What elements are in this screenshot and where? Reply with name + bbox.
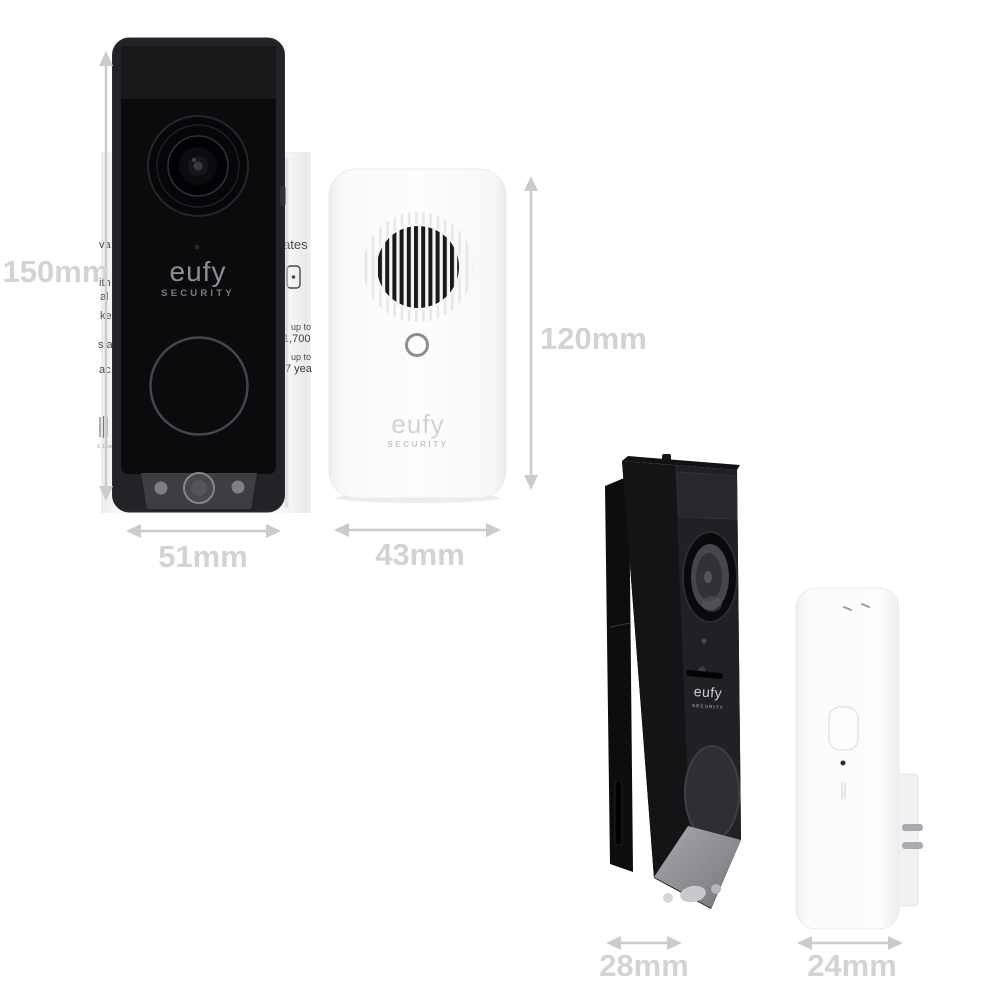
doorbell-side-view: eufy SECURITY bbox=[605, 454, 741, 909]
mount-plate-slot bbox=[614, 780, 623, 846]
doorbell-side-camera bbox=[682, 531, 738, 623]
chime-top-slot bbox=[861, 603, 870, 608]
bottom-face-button bbox=[680, 885, 706, 903]
chime-width-label: 43mm bbox=[375, 537, 465, 572]
doorbell-height-arrow bbox=[99, 51, 113, 501]
chime-speaker-grille bbox=[363, 212, 473, 322]
doorbell-mount-plate bbox=[605, 476, 633, 872]
camera-lens bbox=[704, 571, 712, 583]
plug-prong bbox=[902, 824, 923, 831]
chin-dot-left bbox=[154, 481, 168, 495]
chime-side-button bbox=[828, 706, 859, 751]
side-button-oval bbox=[684, 745, 740, 841]
side-slot bbox=[686, 670, 723, 679]
doorbell-top-panel bbox=[121, 46, 276, 99]
doorbell-side-top-face bbox=[622, 456, 740, 470]
doorbell-button-ring bbox=[149, 336, 249, 436]
doorbell-front-view: eufy SECURITY bbox=[112, 37, 289, 513]
chime-button bbox=[405, 333, 429, 357]
chin-dot-right bbox=[231, 480, 245, 494]
chime-height-label: 120mm bbox=[540, 321, 647, 356]
dimension-arrows bbox=[99, 51, 903, 950]
doorbell-side-button bbox=[280, 186, 286, 206]
packaging-text-fragment: up to bbox=[291, 322, 312, 332]
doorbell-height-label: 150mm bbox=[2, 254, 110, 289]
doorbell-front-logo: eufy bbox=[170, 256, 227, 287]
packaging-text-fragment: ates bbox=[283, 237, 308, 252]
doorbell-front-logo-sub: SECURITY bbox=[161, 288, 235, 299]
chime-height-arrow bbox=[524, 176, 538, 490]
doorbell-depth-arrow bbox=[606, 936, 682, 950]
doorbell-depth-label: 28mm bbox=[599, 948, 689, 983]
packaging-doorbell-icon bbox=[286, 265, 301, 289]
chime-depth-arrow bbox=[797, 936, 903, 950]
packaging-text-fragment: s a bbox=[98, 339, 113, 351]
chime-side-fine-print bbox=[841, 782, 846, 800]
packaging-text-fragment: 1,700 bbox=[283, 333, 311, 345]
packaging-text-fragment: al bbox=[100, 291, 109, 303]
chime-side-body bbox=[795, 587, 900, 930]
doorbell-width-arrow bbox=[126, 524, 281, 538]
chime-depth-label: 24mm bbox=[807, 948, 897, 983]
doorbell-side-logo: eufy bbox=[693, 683, 723, 701]
side-top-panel bbox=[676, 471, 738, 520]
doorbell-side-left-face bbox=[622, 461, 690, 878]
camera-lens bbox=[193, 161, 203, 171]
chime-top-slot bbox=[843, 606, 852, 611]
doorbell-edge-shadow bbox=[284, 158, 289, 508]
chime-width-arrow bbox=[334, 523, 501, 537]
doorbell-led bbox=[194, 244, 200, 250]
doorbell-camera bbox=[147, 115, 249, 217]
doorbell-width-label: 51mm bbox=[158, 539, 248, 574]
chime-side-view bbox=[795, 587, 923, 930]
chime-front-logo-sub: SECURITY bbox=[387, 440, 448, 449]
chime-front-logo: eufy bbox=[391, 409, 444, 439]
chime-side-dot bbox=[840, 760, 846, 766]
chime-front-view: eufy SECURITY bbox=[328, 168, 507, 503]
packaging-footnote: 3, Ukra bbox=[97, 444, 114, 450]
doorbell-side-logo-sub: SECURITY bbox=[692, 703, 724, 710]
packaging-text-fragment: up to bbox=[291, 352, 312, 362]
plug-prong bbox=[902, 842, 923, 849]
